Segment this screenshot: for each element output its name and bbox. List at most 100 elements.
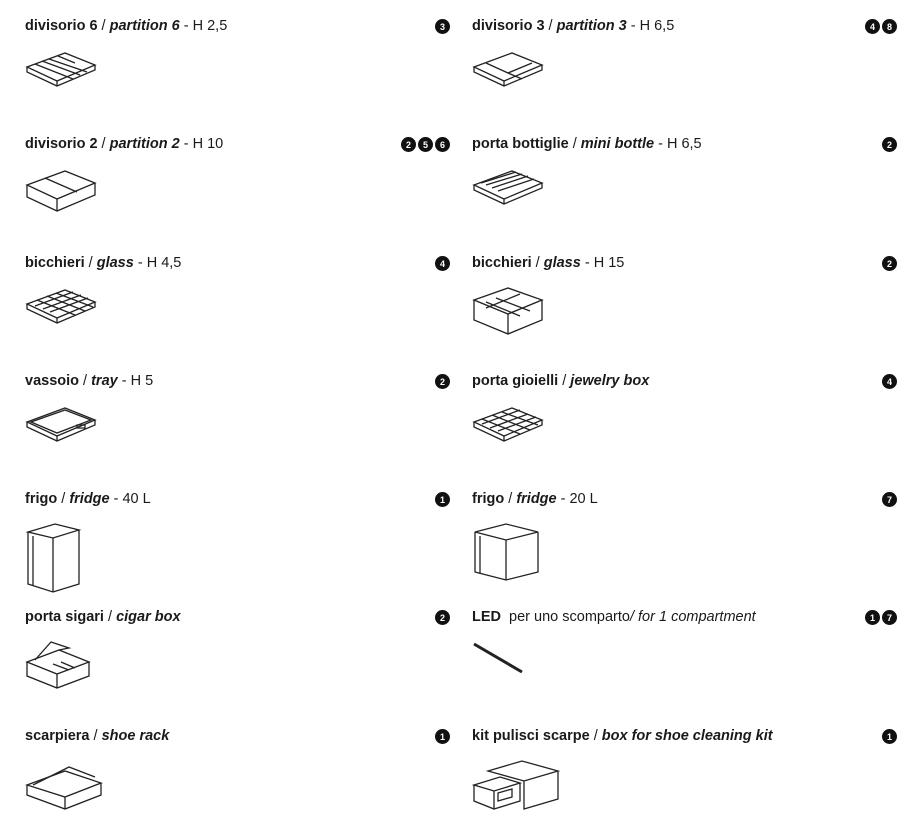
compatibility-badges: 2 bbox=[882, 137, 897, 152]
item-name-en: partition 2 bbox=[109, 136, 184, 152]
item-size: - H 15 bbox=[580, 255, 625, 271]
shoe-rack-icon bbox=[25, 766, 103, 810]
compatibility-badges: 7 bbox=[882, 492, 897, 507]
item-name-it: bicchieri bbox=[472, 255, 532, 271]
number-badge: 2 bbox=[435, 610, 450, 625]
compatibility-badges: 1 bbox=[882, 729, 897, 744]
item-separator: / bbox=[97, 18, 110, 34]
item-title: frigo / fridge - 20 L bbox=[472, 491, 598, 507]
number-badge: 4 bbox=[865, 19, 880, 34]
number-badge: 2 bbox=[882, 256, 897, 271]
catalog-item: porta gioielli / jewelry box 4 bbox=[472, 364, 897, 474]
item-size: - H 4,5 bbox=[133, 255, 182, 271]
item-name-it: scarpiera bbox=[25, 728, 90, 744]
catalog-item: divisorio 6 / partition 6 - H 2,5 3 bbox=[25, 9, 450, 119]
item-name-en: glass bbox=[96, 255, 134, 271]
item-size: - H 6,5 bbox=[626, 18, 675, 34]
item-name-en: partition 6 bbox=[109, 18, 180, 34]
item-title: porta bottiglie / mini bottle - H 6,5 bbox=[472, 136, 702, 152]
number-badge: 6 bbox=[435, 137, 450, 152]
item-name-en: jewelry box bbox=[570, 373, 650, 389]
item-separator: / bbox=[568, 136, 581, 152]
item-name-it: divisorio 6 bbox=[25, 18, 98, 34]
item-separator: / bbox=[504, 491, 517, 507]
item-separator: / bbox=[57, 491, 70, 507]
item-title: bicchieri / glass - H 4,5 bbox=[25, 255, 181, 271]
item-separator: / bbox=[84, 255, 97, 271]
catalog-item: kit pulisci scarpe / box for shoe cleani… bbox=[472, 719, 897, 829]
item-separator: / bbox=[531, 255, 544, 271]
item-size: - 20 L bbox=[556, 491, 598, 507]
catalog-item: porta sigari / cigar box 2 bbox=[25, 600, 450, 710]
item-name-en: shoe rack bbox=[101, 728, 170, 744]
tray-3-icon bbox=[472, 52, 544, 87]
number-badge: 2 bbox=[401, 137, 416, 152]
number-badge: 1 bbox=[865, 610, 880, 625]
item-name-it: vassoio bbox=[25, 373, 79, 389]
item-title: vassoio / tray - H 5 bbox=[25, 373, 153, 389]
item-name-it: porta sigari bbox=[25, 609, 104, 625]
shoe-kit-box-icon bbox=[472, 760, 561, 810]
item-name-en: cigar box bbox=[116, 609, 181, 625]
number-badge: 4 bbox=[882, 374, 897, 389]
glass-box-icon bbox=[472, 287, 544, 335]
number-badge: 2 bbox=[882, 137, 897, 152]
item-name-it: frigo bbox=[25, 491, 58, 507]
item-title: divisorio 3 / partition 3 - H 6,5 bbox=[472, 18, 674, 34]
compatibility-badges: 1 bbox=[435, 492, 450, 507]
tray-2-icon bbox=[25, 170, 97, 212]
item-size: - H 6,5 bbox=[654, 136, 702, 152]
item-name-en: tray bbox=[91, 373, 118, 389]
item-separator: / bbox=[79, 373, 92, 389]
catalog-item: bicchieri / glass - H 4,5 4 bbox=[25, 246, 450, 356]
number-badge: 2 bbox=[435, 374, 450, 389]
compatibility-badges: 2 bbox=[435, 610, 450, 625]
item-title: scarpiera / shoe rack bbox=[25, 728, 169, 744]
item-name-en: glass bbox=[543, 255, 581, 271]
catalog-item: frigo / fridge - 40 L 1 bbox=[25, 482, 450, 593]
item-size: - 40 L bbox=[109, 491, 151, 507]
compatibility-badges: 4 bbox=[882, 374, 897, 389]
item-title: porta sigari / cigar box bbox=[25, 609, 181, 625]
item-size: - H 5 bbox=[117, 373, 154, 389]
number-badge: 7 bbox=[882, 610, 897, 625]
item-name-it: porta gioielli bbox=[472, 373, 559, 389]
compatibility-badges: 4 bbox=[435, 256, 450, 271]
item-title: divisorio 6 / partition 6 - H 2,5 bbox=[25, 18, 227, 34]
item-separator: / bbox=[97, 136, 110, 152]
item-name-en: partition 3 bbox=[556, 18, 627, 34]
item-separator: per uno scomparto bbox=[501, 609, 630, 625]
item-title: kit pulisci scarpe / box for shoe cleani… bbox=[472, 728, 773, 744]
item-title: porta gioielli / jewelry box bbox=[472, 373, 649, 389]
item-name-it: divisorio 3 bbox=[472, 18, 545, 34]
fridge-40-icon bbox=[25, 523, 82, 593]
catalog-item: scarpiera / shoe rack 1 bbox=[25, 719, 450, 829]
tray-6-icon bbox=[25, 52, 97, 87]
catalog-item: frigo / fridge - 20 L 7 bbox=[472, 482, 897, 592]
item-title: divisorio 2 / partition 2 - H 10 bbox=[25, 136, 223, 152]
item-title: LED per uno scomparto/ for 1 compartment bbox=[472, 609, 756, 625]
catalog-item: porta bottiglie / mini bottle - H 6,5 2 bbox=[472, 127, 897, 237]
item-name-it: divisorio 2 bbox=[25, 136, 98, 152]
led-strip-icon bbox=[473, 642, 523, 674]
item-name-it: porta bottiglie bbox=[472, 136, 569, 152]
number-badge: 5 bbox=[418, 137, 433, 152]
item-separator: / bbox=[544, 18, 557, 34]
compatibility-badges: 2 bbox=[435, 374, 450, 389]
item-separator: / bbox=[558, 373, 571, 389]
item-title: frigo / fridge - 40 L bbox=[25, 491, 151, 507]
bottle-tray-icon bbox=[472, 170, 544, 205]
item-name-en: box for shoe cleaning kit bbox=[601, 728, 773, 744]
item-separator: / bbox=[589, 728, 602, 744]
compatibility-badges: 3 bbox=[435, 19, 450, 34]
compatibility-badges: 1 bbox=[435, 729, 450, 744]
item-name-it: bicchieri bbox=[25, 255, 85, 271]
number-badge: 1 bbox=[435, 729, 450, 744]
item-name-en: fridge bbox=[69, 491, 110, 507]
item-size: - H 10 bbox=[183, 136, 224, 152]
item-name-it: frigo bbox=[472, 491, 505, 507]
catalog-item: vassoio / tray - H 5 2 bbox=[25, 364, 450, 474]
